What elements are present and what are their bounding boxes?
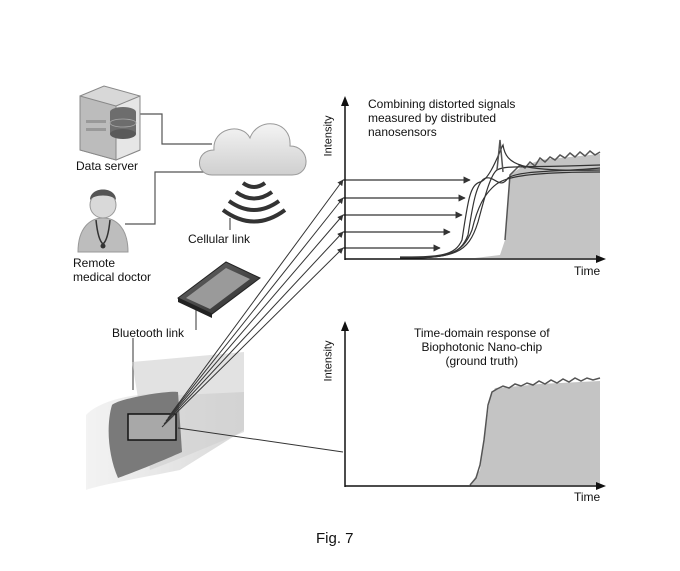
bottom-chart-xlabel: Time [574,490,601,504]
bottom-chart-response-line [469,377,601,486]
wireless-signal-icon [221,181,287,224]
bottom-chart-ylabel: Intensity [322,340,335,382]
top-chart-ylabel: Intensity [322,115,335,157]
bottom-chart-title: Time-domain response of Biophotonic Nano… [414,326,550,368]
distorted-signal-lines [399,143,601,259]
top-chart-xlabel: Time [574,264,601,278]
data-server-label: Data server [76,159,139,173]
figure-caption: Fig. 7 [316,530,354,547]
top-chart-spike [496,139,504,173]
smartphone-icon [177,261,261,318]
wrist-band-icon [86,352,244,490]
cloud-icon [199,123,307,176]
sensor-rays [161,179,344,428]
bottom-chart-response-fill [470,381,600,485]
bluetooth-link-label: Bluetooth link [112,326,185,340]
top-chart [341,96,606,263]
doctor-icon [77,189,129,253]
ground-truth-connector [177,427,344,453]
chart-arrows [343,176,471,252]
server-icon [79,85,141,161]
bottom-chart [341,321,606,490]
remote-doctor-label: Remote medical doctor [73,256,152,284]
cellular-link-label: Cellular link [188,232,251,246]
top-chart-title: Combining distorted signals measured by … [368,97,516,139]
